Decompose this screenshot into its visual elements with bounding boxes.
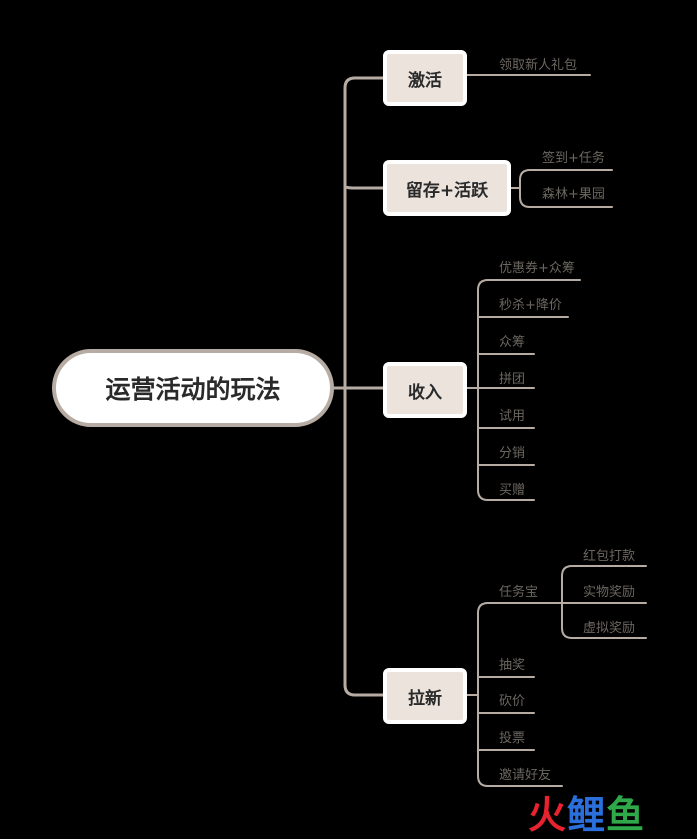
leaf-item: 森林+果园 xyxy=(542,187,605,202)
logo-char: 鱼 xyxy=(606,793,646,837)
watermark-logo: 火鲤鱼 xyxy=(528,792,645,838)
leaf-item: 分销 xyxy=(499,446,526,461)
category-retention: 留存+活跃 xyxy=(383,160,511,216)
category-acquisition: 拉新 xyxy=(383,668,467,724)
category-revenue: 收入 xyxy=(383,362,467,418)
category-activation: 激活 xyxy=(383,50,467,106)
leaf-item: 试用 xyxy=(499,409,526,424)
leaf-item: 投票 xyxy=(499,731,526,746)
leaf-item: 砍价 xyxy=(499,694,526,709)
leaf-item: 抽奖 xyxy=(499,658,526,673)
leaf-subitem: 实物奖励 xyxy=(583,585,636,600)
root-node: 运营活动的玩法 xyxy=(52,349,334,427)
leaf-subitem: 虚拟奖励 xyxy=(583,621,636,636)
leaf-subitem: 红包打款 xyxy=(583,549,636,564)
leaf-item: 拼团 xyxy=(499,372,526,387)
leaf-item: 邀请好友 xyxy=(499,768,552,783)
leaf-item: 买赠 xyxy=(499,483,526,498)
logo-char: 鲤 xyxy=(567,793,607,837)
leaf-item: 任务宝 xyxy=(499,585,539,600)
leaf-item: 优惠券+众筹 xyxy=(499,261,575,276)
leaf-item: 领取新人礼包 xyxy=(499,58,578,73)
leaf-item: 秒杀+降价 xyxy=(499,298,562,313)
leaf-item: 签到+任务 xyxy=(542,151,605,166)
logo-char: 火 xyxy=(528,793,568,837)
leaf-item: 众筹 xyxy=(499,335,526,350)
